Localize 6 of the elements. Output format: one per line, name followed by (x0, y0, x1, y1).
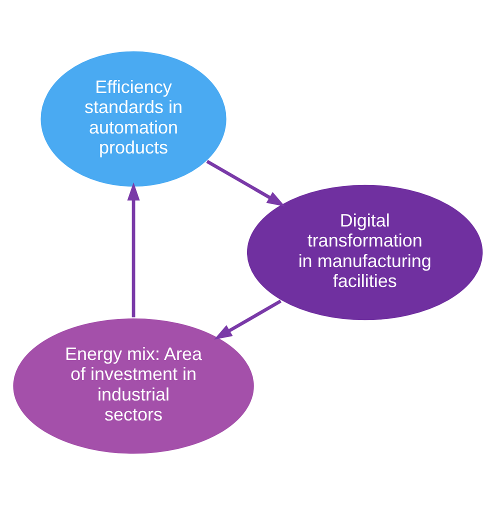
node-ellipse: Digital transformation in manufacturing facilities (246, 184, 484, 322)
node-ellipse: Efficiency standards in automation products (40, 50, 228, 188)
arrow (214, 300, 282, 340)
node-ellipse: Energy mix: Area of investment in industrial sectors (12, 317, 256, 455)
arrow (206, 160, 286, 206)
arrow (127, 182, 140, 318)
